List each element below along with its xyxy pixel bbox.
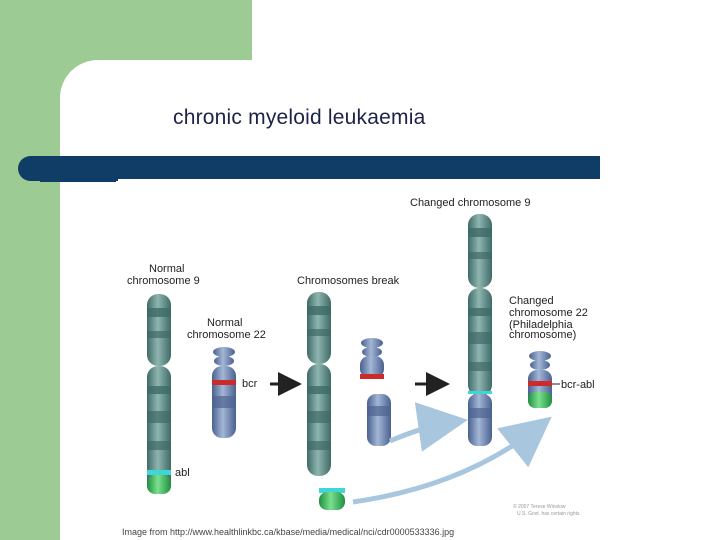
label-chromosomes-break: Chromosomes break bbox=[297, 275, 400, 287]
label-normal-chr9-2: chromosome 9 bbox=[127, 275, 200, 287]
label-bcr-abl: bcr-abl bbox=[561, 379, 595, 391]
copyright-line-2: U.S. Govt. has certain rights bbox=[517, 511, 580, 517]
label-normal-chr22-2: chromosome 22 bbox=[187, 329, 266, 341]
broken-chromosome-9 bbox=[307, 292, 345, 510]
label-changed-chr22-4: chromosome) bbox=[509, 329, 576, 341]
label-changed-chr22-3: (Philadelphia bbox=[509, 319, 573, 331]
copyright-line-1: © 2007 Terese Winslow bbox=[513, 503, 566, 510]
label-changed-chr9: Changed chromosome 9 bbox=[410, 197, 530, 209]
label-changed-chr22-2: chromosome 22 bbox=[509, 307, 588, 319]
label-normal-chr22-1: Normal bbox=[207, 317, 242, 329]
normal-chromosome-22 bbox=[212, 347, 236, 438]
changed-chromosome-9 bbox=[468, 214, 492, 446]
curve-arrow-upper bbox=[389, 402, 468, 452]
image-source-caption: Image from http://www.healthlinkbc.ca/kb… bbox=[122, 527, 455, 537]
title-underline-shadow bbox=[40, 179, 116, 182]
title-underline-bar bbox=[106, 156, 600, 179]
label-normal-chr9-1: Normal bbox=[149, 263, 184, 275]
broken-chromosome-22 bbox=[360, 338, 391, 446]
slide-title: chronic myeloid leukaemia bbox=[173, 106, 426, 129]
chromosome-translocation-diagram: Normal chromosome 9 abl Normal chromosom… bbox=[127, 197, 595, 517]
curve-arrow-lower bbox=[352, 416, 552, 505]
philadelphia-chromosome bbox=[528, 351, 552, 408]
title-underline-bar-left bbox=[18, 156, 118, 181]
label-changed-chr22-1: Changed bbox=[509, 295, 554, 307]
label-bcr: bcr bbox=[242, 378, 258, 390]
normal-chromosome-9 bbox=[147, 294, 171, 494]
label-abl: abl bbox=[175, 467, 190, 479]
